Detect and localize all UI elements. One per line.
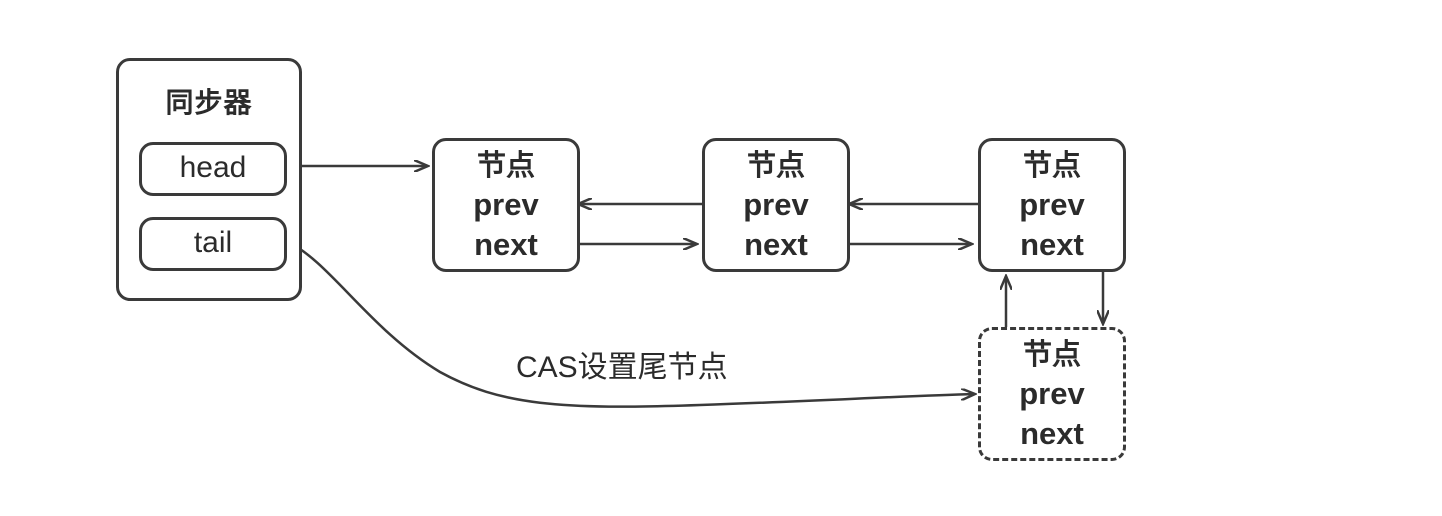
synchronizer-title: 同步器: [165, 86, 253, 119]
node-next: next: [474, 227, 538, 262]
node-prev: prev: [473, 187, 539, 222]
node-next: next: [1020, 416, 1084, 451]
node-title: 节点: [746, 148, 805, 182]
node-2: 节点 prev next: [702, 138, 850, 272]
node-3: 节点 prev next: [978, 138, 1126, 272]
edge-tail-cas: [287, 240, 975, 408]
node-title: 节点: [1022, 148, 1081, 182]
node-1: 节点 prev next: [432, 138, 580, 272]
node-title: 节点: [1022, 337, 1081, 371]
node-prev: prev: [1019, 376, 1085, 411]
synchronizer-box: 同步器 head tail: [116, 58, 302, 301]
node-title: 节点: [476, 148, 535, 182]
tail-pointer: tail: [139, 217, 287, 271]
node-next: next: [744, 227, 808, 262]
head-pointer: head: [139, 142, 287, 196]
cas-edge-label: CAS设置尾节点: [516, 351, 728, 384]
node-4-new-tail: 节点 prev next: [978, 327, 1126, 461]
node-prev: prev: [743, 187, 809, 222]
node-next: next: [1020, 227, 1084, 262]
node-prev: prev: [1019, 187, 1085, 222]
